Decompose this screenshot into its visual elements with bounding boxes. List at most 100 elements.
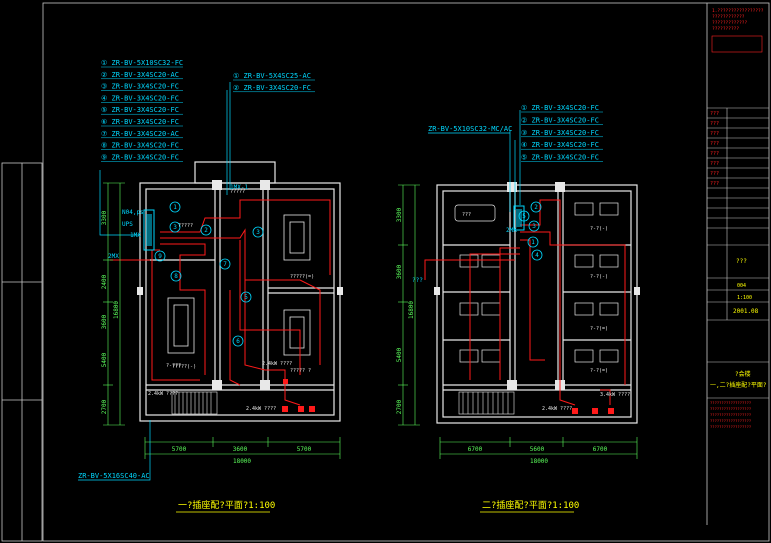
plan1-dimension-lines <box>103 182 341 459</box>
title-row-label: ??? <box>710 131 719 137</box>
plan2-power-lines <box>424 199 626 406</box>
svg-text:7: 7 <box>223 261 227 268</box>
plan1-columns <box>137 180 343 390</box>
panel-label: UPS <box>122 221 133 228</box>
title-row-label: ??? <box>710 181 719 187</box>
title-row-label: ??? <box>710 151 719 157</box>
plan2-receptacles <box>572 408 614 414</box>
drawing-title-1: ?会楼 <box>735 370 751 378</box>
note-line: ?????????????????? <box>710 400 751 405</box>
plan1-receptacles <box>282 379 315 412</box>
room-label: ?????(=) <box>290 274 314 280</box>
svg-text:5: 5 <box>244 294 248 301</box>
svg-text:2: 2 <box>204 227 208 234</box>
plan1-panel-labels: N04,ps UPS 1MX 2MX 1MX-1 <box>108 184 248 260</box>
plan1-distribution-panel <box>143 209 155 251</box>
dim-total: 18000 <box>530 458 548 465</box>
note-line: ?????????????????? <box>710 412 751 417</box>
plan2-dimension-text-left: 3300 16800 3600 5400 2700 <box>396 207 415 414</box>
dim-left: 5400 <box>396 347 403 362</box>
dim-left: 16800 <box>408 301 415 319</box>
note-line: ????????????? <box>712 20 748 26</box>
plan2-incoming-cable: ZR-BV-5X10SC32-MC/AC <box>428 125 512 133</box>
cable-spec: ⑧ ZR-BV-3X4SC20-FC <box>101 142 179 150</box>
plan1-cable-schedule: ① ZR-BV-5X10SC32-FC② ZR-BV-3X4SC20-AC③ Z… <box>101 59 183 162</box>
dim-left: 3300 <box>101 210 108 225</box>
plan1-incoming-cable: ZR-BV-5X16SC40-AC <box>78 472 150 480</box>
cable-spec: ⑥ ZR-BV-3X4SC20-FC <box>101 118 179 126</box>
panel-label: ??? <box>412 277 423 284</box>
panel-label: N04,ps <box>122 209 144 216</box>
dim-total: 18000 <box>233 458 251 465</box>
title-notes: 1.????????????????? ???????????? ???????… <box>712 8 764 32</box>
plan2-circuit-markers <box>518 201 543 261</box>
plan2-title: 二?插座配?平面?1:100 <box>482 499 579 511</box>
title-block: 1.????????????????? ???????????? ???????… <box>707 8 769 429</box>
svg-text:4: 4 <box>535 252 539 259</box>
plan1-cable-schedule-right: ① ZR-BV-5X4SC25-AC② ZR-BV-3X4SC20-FC <box>233 72 315 93</box>
panel-label: 1MX-1 <box>230 184 248 191</box>
svg-text:3: 3 <box>173 224 177 231</box>
title-row-label: ??? <box>710 171 719 177</box>
panel-label: 2MX <box>108 253 119 260</box>
dim-bottom: 5700 <box>297 446 312 453</box>
svg-text:6: 6 <box>236 338 240 345</box>
svg-text:3: 3 <box>532 223 536 230</box>
dim-left: 2700 <box>101 399 108 414</box>
plan1-dimension-text: 5700 3600 5700 18000 <box>172 446 312 465</box>
room-label: ????? ? <box>290 368 311 374</box>
dim-bottom: 5600 <box>530 446 545 453</box>
note-line: ?????????????????? <box>710 418 751 423</box>
svg-text:1: 1 <box>173 204 177 211</box>
dim-left: 3600 <box>101 314 108 329</box>
drawing-code: 004 <box>737 283 746 289</box>
plan2-distribution-panel <box>513 205 525 231</box>
dim-left: 5400 <box>101 352 108 367</box>
plan2-dimension-text: 6700 5600 6700 18000 <box>468 446 608 465</box>
room-label: ??? <box>462 212 471 218</box>
panel-label: 2MX <box>506 227 517 234</box>
svg-text:8: 8 <box>174 273 178 280</box>
plan2-cable-schedule: ① ZR-BV-3X4SC20-FC ② ZR-BV-3X4SC20-FC ③ ZR… <box>521 104 603 162</box>
title-rows: ???????????????????????? <box>710 111 719 187</box>
cable-spec: ③ ZR-BV-3X4SC20-FC <box>521 129 599 137</box>
title-red-notes: ?????????????????? ?????????????????? ??… <box>710 400 751 429</box>
misc-label: ?-??? <box>166 363 181 369</box>
drawing-scale: 1:100 <box>737 295 752 301</box>
plan1-room-labels: ?????(-) ?????(=) ????? ? ????? ????? <box>172 189 314 374</box>
dim-left: 2400 <box>101 274 108 289</box>
cable-spec: ⑤ ZR-BV-3X4SC20-FC <box>521 154 599 162</box>
svg-text:2: 2 <box>534 204 538 211</box>
plan2-floor-plan: 231 45 ?-?(-) ?-?(-) ?-?(=) ?-?(=) ??? 2… <box>396 104 640 513</box>
dim-left: 3600 <box>396 264 403 279</box>
cable-spec: ③ ZR-BV-3X4SC20-FC <box>101 83 179 91</box>
room-label: ?????(-) <box>172 364 196 370</box>
plan2-dimension-lines <box>398 184 638 459</box>
room-label: ????? <box>178 223 193 229</box>
plan1-circuit-markers <box>154 201 264 347</box>
room-label: ?-?(=) <box>590 326 608 332</box>
dim-bottom: 3600 <box>233 446 248 453</box>
cable-spec: ① ZR-BV-5X4SC25-AC <box>233 72 311 80</box>
cable-spec: ① ZR-BV-3X4SC20-FC <box>521 104 599 112</box>
svg-text:3: 3 <box>256 229 260 236</box>
note-line: 1.????????????????? <box>712 8 764 14</box>
cable-spec: ② ZR-BV-3X4SC20-FC <box>521 116 599 124</box>
plan1-stair <box>171 391 218 415</box>
plan1-power-lines <box>110 199 331 406</box>
cable-spec: ④ ZR-BV-3X4SC20-FC <box>101 94 179 102</box>
svg-text:1: 1 <box>531 239 535 246</box>
plan2-panel-labels: 2MX ??? <box>412 227 517 284</box>
misc-label: 3.4kW ???? <box>600 392 630 398</box>
cable-spec: ⑦ ZR-BV-3X4SC20-AC <box>101 130 179 138</box>
cable-spec: ① ZR-BV-5X10SC32-FC <box>101 59 183 67</box>
title-row-label: ??? <box>710 121 719 127</box>
note-line: ?????????? <box>712 26 739 32</box>
dim-left: 3300 <box>396 207 403 222</box>
misc-label: 2.4kW ???? <box>542 406 572 412</box>
plan2-leaders <box>509 110 521 212</box>
svg-text:9: 9 <box>158 253 162 260</box>
dim-left: 16800 <box>113 301 120 319</box>
